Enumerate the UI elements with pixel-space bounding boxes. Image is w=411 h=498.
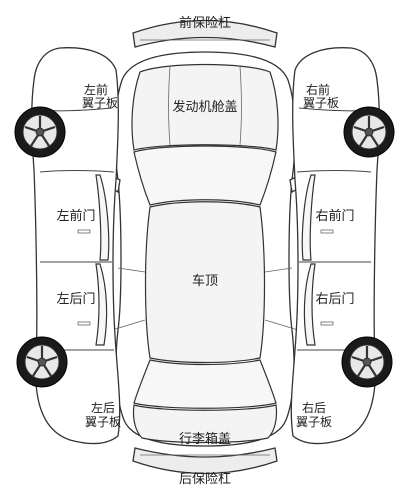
right-front-fender-label-1: 右前 [306, 82, 330, 97]
hood-label: 发动机舱盖 [172, 99, 237, 115]
right-rear-fender-label-1: 右后 [302, 400, 326, 415]
left-front-fender-label-2: 翼子板 [82, 96, 118, 110]
left-front-fender-label-1: 左前 [84, 82, 108, 97]
left-front-door-label: 左前门 [56, 208, 95, 224]
left-rear-fender-label-1: 左后 [91, 400, 115, 415]
right-rear-fender-label-2: 翼子板 [296, 415, 332, 429]
left-front-wheel [14, 106, 66, 158]
hood-panel[interactable] [131, 63, 279, 151]
right-front-door-label: 右前门 [315, 208, 354, 224]
left-rear-door-label: 左后门 [56, 292, 95, 307]
right-front-wheel [343, 106, 395, 158]
rear-bumper-panel[interactable] [132, 447, 278, 475]
left-rear-fender-label-2: 翼子板 [85, 415, 121, 429]
trunk-panel[interactable] [132, 404, 278, 444]
right-rear-wheel [341, 336, 393, 388]
roof-label: 车顶 [192, 273, 218, 289]
windshield [133, 145, 277, 206]
rear-bumper-label: 后保险杠 [179, 471, 231, 487]
trunk-label: 行李箱盖 [179, 431, 231, 447]
left-rear-wheel [16, 336, 68, 388]
rear-window [133, 359, 277, 409]
front-bumper-label: 前保险杠 [179, 15, 231, 31]
roof-panel[interactable] [144, 201, 266, 364]
right-front-fender-label-2: 翼子板 [303, 96, 339, 110]
right-rear-door-label: 右后门 [315, 292, 354, 307]
